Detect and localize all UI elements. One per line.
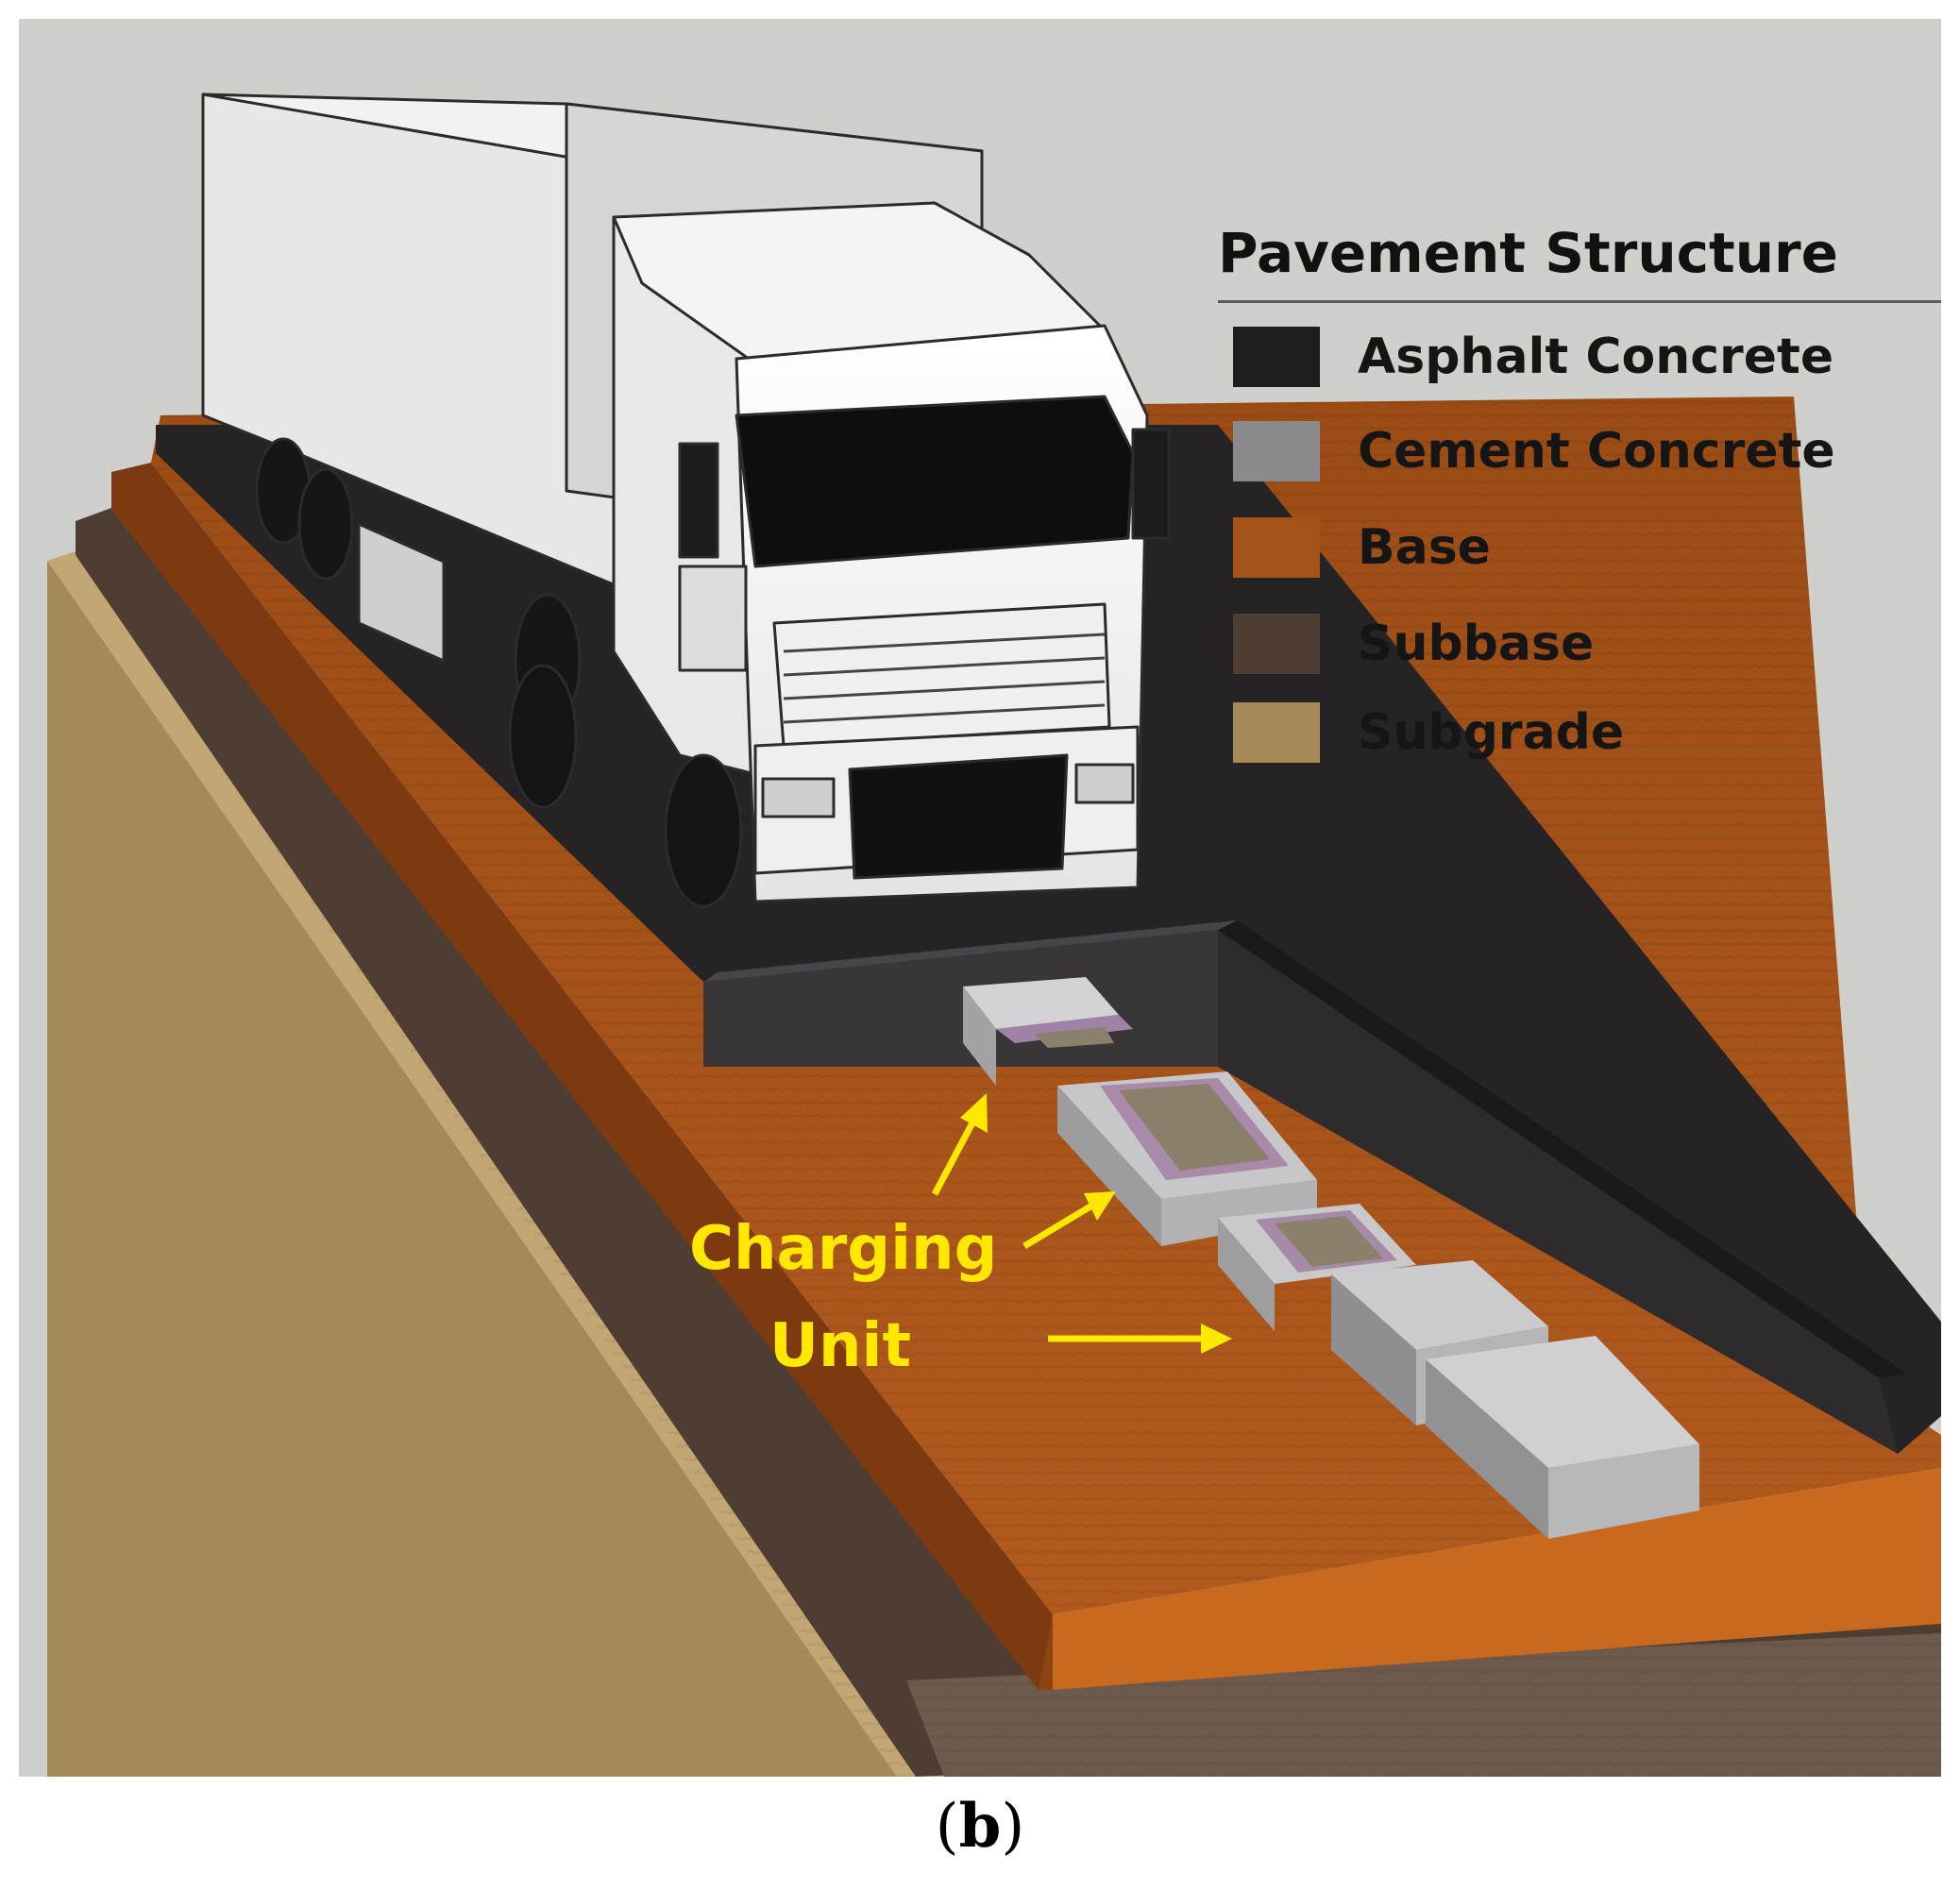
arrow-head-1 (960, 1093, 988, 1133)
legend-title: Pavement Structure (1218, 221, 1838, 285)
callout-label-line2: Unit (769, 1311, 912, 1381)
legend-swatch (1233, 421, 1320, 481)
truck (201, 93, 1171, 908)
callout-label-line1: Charging (689, 1214, 998, 1284)
arrow-to-unit-2 (1022, 1200, 1097, 1250)
legend-label: Asphalt Concrete (1358, 329, 1834, 385)
arrow-head-2 (1084, 1191, 1116, 1221)
legend-item: Cement Concrete (1233, 421, 1951, 481)
legend-swatch (1233, 702, 1320, 763)
caption-open: ( (935, 1792, 959, 1862)
arrow-to-unit-1 (931, 1112, 981, 1196)
legend-swatch (1233, 614, 1320, 674)
legend-swatch (1233, 327, 1320, 387)
legend-label: Cement Concrete (1358, 423, 1835, 480)
figure-caption: (b) (886, 1784, 1074, 1869)
legend-item: Base (1233, 517, 1951, 578)
legend-divider (1218, 300, 1941, 303)
legend-label: Subbase (1358, 616, 1595, 672)
caption-close: ) (1001, 1792, 1025, 1862)
legend-item: Asphalt Concrete (1233, 327, 1951, 387)
legend-label: Subgrade (1358, 704, 1625, 761)
legend-item: Subgrade (1233, 702, 1951, 763)
arrow-head-3 (1201, 1324, 1232, 1354)
charging-units (963, 977, 1699, 1539)
caption-letter: b (958, 1791, 1002, 1862)
callout-arrows (931, 1093, 1232, 1354)
legend-swatch (1233, 517, 1320, 578)
legend-item: Subbase (1233, 614, 1951, 674)
legend-label: Base (1358, 519, 1491, 576)
